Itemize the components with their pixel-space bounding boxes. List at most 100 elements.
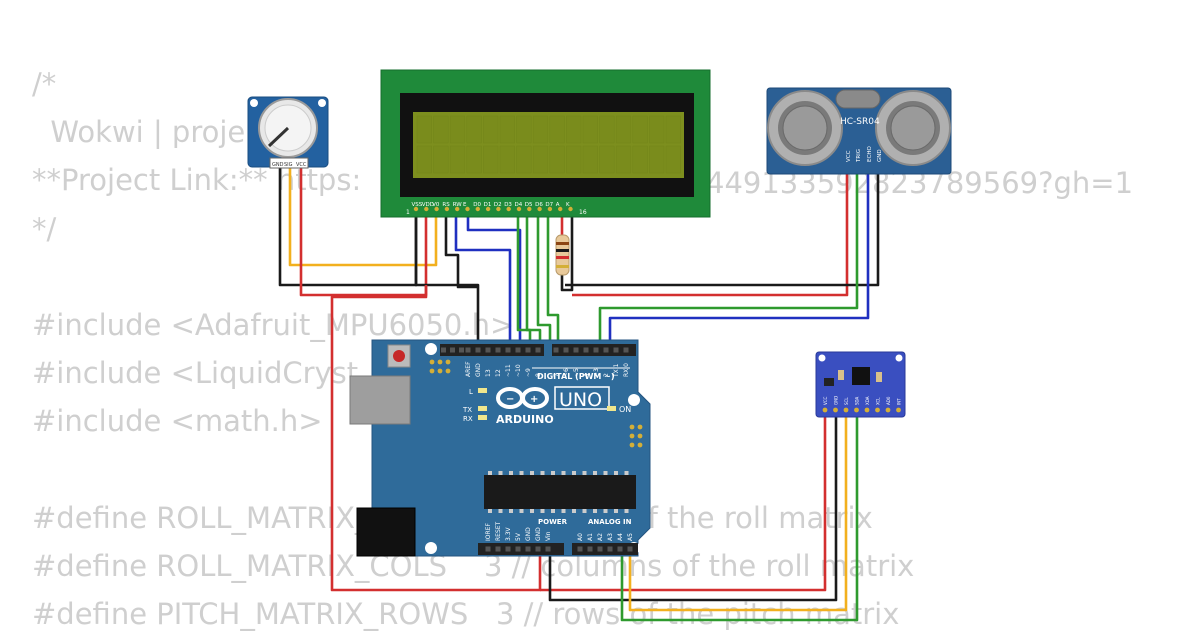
backlight-resistor[interactable] (555, 234, 570, 276)
arduino-pin[interactable] (465, 347, 471, 353)
wire-pot-vcc[interactable] (299, 160, 428, 297)
arduino-pin[interactable] (525, 347, 531, 353)
lcd-pin[interactable] (465, 206, 470, 212)
arduino-pin[interactable] (515, 347, 521, 353)
arduino-pin[interactable] (525, 546, 531, 552)
lcd-pin[interactable] (424, 206, 429, 212)
lcd-pin[interactable] (485, 206, 491, 212)
wire-lcd-d5[interactable] (525, 210, 542, 348)
arduino-pin[interactable] (563, 347, 569, 353)
lcd-pin[interactable] (455, 206, 460, 212)
arduino-pin[interactable] (485, 347, 491, 353)
arduino-pin[interactable] (485, 546, 491, 552)
arduino-pin[interactable] (505, 347, 511, 353)
arduino-pin[interactable] (505, 546, 511, 552)
arduino-pin-label: 8 (535, 373, 542, 377)
arduino-pin[interactable] (495, 546, 501, 552)
wire-backlight-k[interactable] (560, 210, 574, 292)
lcd-cell (516, 115, 532, 144)
arduino-pin[interactable] (583, 347, 589, 353)
lcd-pin[interactable] (516, 206, 522, 212)
wire-lcd-rw[interactable] (444, 210, 478, 289)
wire-lcd-rs[interactable] (454, 210, 512, 348)
wire-mpu-gnd[interactable] (548, 408, 838, 602)
lcd-pin[interactable] (475, 206, 480, 212)
lcd-pin[interactable] (496, 206, 501, 212)
potentiometer[interactable]: GND SIG VCC (247, 96, 329, 169)
wire-mpu-vcc[interactable] (540, 408, 827, 592)
lcd-pin[interactable] (537, 206, 542, 212)
arduino-pin[interactable] (515, 546, 521, 552)
mpu-pin[interactable] (885, 407, 891, 413)
mpu-pin[interactable] (875, 407, 880, 413)
usb-port[interactable] (349, 375, 411, 425)
arduino-pin[interactable] (587, 546, 593, 552)
wire-hc-echo[interactable] (608, 160, 870, 348)
arduino-pin[interactable] (577, 546, 583, 552)
wire-lcd-d7[interactable] (546, 210, 560, 348)
lcd-pin-label: D5 (525, 202, 533, 208)
arduino-pin[interactable] (627, 546, 633, 552)
wire-lcd-d4[interactable] (516, 210, 532, 348)
lcd-cell (632, 115, 648, 144)
arduino-pin[interactable] (597, 546, 603, 552)
power-jack[interactable] (356, 507, 416, 557)
arduino-pin[interactable] (459, 347, 464, 353)
arduino-pin[interactable] (495, 347, 501, 353)
lcd-pin[interactable] (506, 206, 511, 212)
arduino-pin[interactable] (607, 546, 613, 552)
lcd-pin[interactable] (413, 206, 419, 212)
arduino-pin[interactable] (613, 347, 619, 353)
mpu-pin[interactable] (896, 407, 901, 413)
pot-pin-gnd: GND (272, 162, 284, 168)
wire-hc-trig[interactable] (598, 160, 859, 348)
arduino-pin[interactable] (545, 546, 551, 552)
mpu-pin[interactable] (843, 407, 849, 413)
lcd-pin[interactable] (527, 206, 532, 212)
mpu-pin[interactable] (822, 407, 828, 413)
arduino-pin[interactable] (603, 347, 609, 353)
arduino-pin[interactable] (450, 347, 455, 353)
lcd-pin[interactable] (547, 206, 553, 212)
arduino-pin[interactable] (535, 546, 541, 552)
ultrasonic-sensor[interactable]: HC-SR04 VCC TRIG ECHO GND (766, 87, 952, 175)
arduino-pin-label: TX 1 (613, 363, 620, 378)
wire-mpu-sda[interactable] (620, 408, 859, 622)
arduino-pin[interactable] (475, 347, 481, 353)
wire-mpu-scl[interactable] (628, 408, 848, 612)
wires[interactable] (278, 160, 880, 622)
icsp-pin (637, 424, 643, 430)
arduino-pin[interactable] (593, 347, 599, 353)
mpu-pin[interactable] (854, 407, 859, 413)
arduino-pin-label: ~11 (505, 364, 512, 377)
lcd-pin[interactable] (558, 206, 563, 212)
arduino-brand: ARDUINO (496, 413, 554, 426)
chip-leg (540, 509, 545, 513)
lcd-cell (532, 145, 549, 174)
arduino-pin[interactable] (441, 347, 446, 353)
arduino-pin[interactable] (623, 347, 629, 353)
lcd-pin[interactable] (444, 206, 450, 212)
wire-hc-vcc[interactable] (572, 160, 849, 297)
arduino-pin[interactable] (573, 347, 579, 353)
wire-lcd-vcc-5v[interactable] (330, 285, 542, 592)
wire-lcd-e[interactable] (466, 210, 522, 348)
lcd-pin[interactable] (434, 206, 439, 212)
wire-lcd-gnd[interactable] (414, 210, 480, 348)
arduino-pin[interactable] (617, 546, 623, 552)
wire-pot-sig[interactable] (288, 160, 438, 267)
wire-hc-gnd[interactable] (565, 160, 880, 287)
lcd-pin-label: D7 (545, 202, 553, 208)
mpu-pin[interactable] (833, 407, 838, 413)
arduino-pin[interactable] (553, 347, 559, 353)
lcd-pin[interactable] (568, 206, 573, 212)
wire-lcd-d6[interactable] (536, 210, 552, 348)
arduino-pin[interactable] (535, 347, 541, 353)
mpu-pin[interactable] (864, 407, 870, 413)
